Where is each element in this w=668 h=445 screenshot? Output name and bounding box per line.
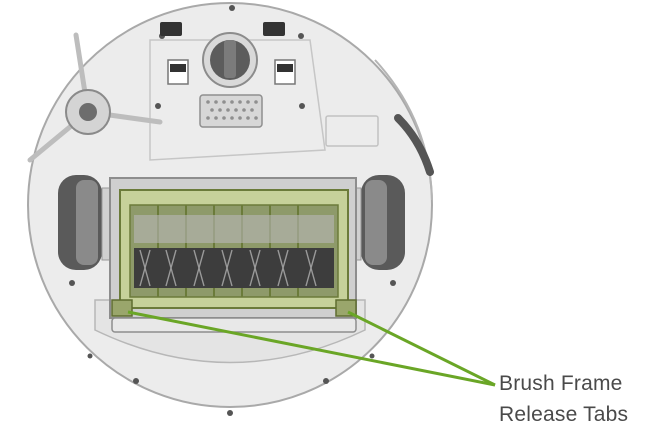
left-wheel [58,175,113,270]
cliff-sensors [160,22,296,85]
right-wheel [350,175,405,270]
grille [199,94,263,128]
brush-frame-release-tabs-label: Brush Frame Release Tabs [499,368,628,430]
brush-frame [111,189,357,333]
left-release-tab [111,299,133,317]
side-brush [27,32,163,163]
callout-line-2: Release Tabs [499,403,629,426]
caster-wheel [202,32,258,88]
callout-line-1: Brush Frame [499,372,623,395]
callout-lines [127,310,496,387]
